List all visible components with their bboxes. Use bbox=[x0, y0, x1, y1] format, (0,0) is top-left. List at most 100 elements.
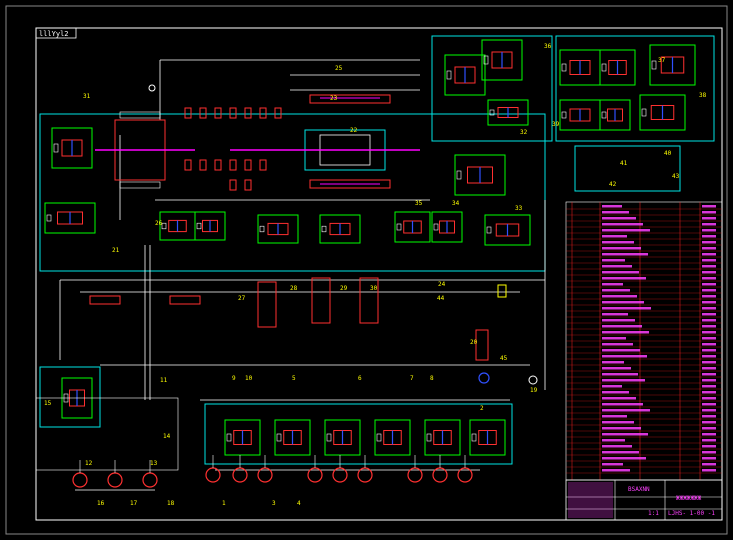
valve-block bbox=[319, 214, 361, 244]
callout-number: 9 bbox=[232, 375, 236, 382]
callout-number: 1 bbox=[222, 500, 226, 507]
callout-number: 43 bbox=[672, 173, 680, 180]
title-block-center: BSAXNN bbox=[628, 486, 650, 493]
sheet-tag-box bbox=[35, 27, 77, 39]
valve-block bbox=[469, 419, 506, 456]
valve-block bbox=[159, 211, 196, 241]
callout-number: 36 bbox=[544, 43, 552, 50]
main-feed-lines bbox=[59, 59, 546, 491]
callout-number: 30 bbox=[370, 285, 378, 292]
callout-number: 12 bbox=[85, 460, 93, 467]
callout-number: 6 bbox=[358, 375, 362, 382]
callout-number: 38 bbox=[699, 92, 707, 99]
valve-block bbox=[599, 99, 631, 131]
valve-block bbox=[487, 99, 529, 126]
press-cylinder-center bbox=[230, 94, 420, 189]
callout-number: 37 bbox=[658, 57, 666, 64]
valve-block bbox=[224, 419, 261, 456]
valve-block bbox=[639, 94, 686, 131]
callout-number: 25 bbox=[335, 65, 343, 72]
callout-number: 28 bbox=[290, 285, 298, 292]
top-right-subbox bbox=[431, 35, 553, 142]
callout-number: 7 bbox=[410, 375, 414, 382]
callout-number: 26 bbox=[155, 220, 163, 227]
valve-block bbox=[324, 419, 361, 456]
callout-number: 23 bbox=[330, 95, 338, 102]
valve-block bbox=[431, 211, 463, 243]
valve-block bbox=[51, 127, 93, 169]
upper-region-box bbox=[39, 113, 546, 272]
valve-block bbox=[394, 211, 431, 243]
valve-block bbox=[481, 39, 523, 81]
heated-cylinders bbox=[89, 277, 507, 361]
callout-number: 21 bbox=[112, 247, 120, 254]
callout-number: 11 bbox=[160, 377, 168, 384]
callout-number: 35 bbox=[415, 200, 423, 207]
callout-number: 41 bbox=[620, 160, 628, 167]
valve-block bbox=[454, 154, 506, 196]
outer-border bbox=[5, 5, 728, 535]
parts-list-table bbox=[565, 201, 723, 481]
callout-number: 14 bbox=[163, 433, 171, 440]
valve-block bbox=[484, 214, 531, 246]
callout-number: 42 bbox=[609, 181, 617, 188]
valve-block bbox=[424, 419, 461, 456]
callout-number: 3 bbox=[272, 500, 276, 507]
pressure-gauge-top bbox=[148, 84, 156, 92]
callout-number: 34 bbox=[452, 200, 460, 207]
drawing-number: LJHS- 1-00 -1 bbox=[668, 510, 715, 517]
valve-block bbox=[649, 44, 696, 86]
pump-motors bbox=[72, 455, 473, 488]
callout-number: 17 bbox=[130, 500, 138, 507]
callout-number: 13 bbox=[150, 460, 158, 467]
scale-cell: 1:1 bbox=[648, 510, 659, 517]
callout-number: 44 bbox=[437, 295, 445, 302]
callout-number: 31 bbox=[83, 93, 91, 100]
valve-blocks bbox=[44, 39, 696, 456]
valve-block bbox=[257, 214, 299, 244]
title-block-right: ЖЖЖЖЖЖЖ bbox=[676, 495, 702, 502]
callout-number: 40 bbox=[664, 150, 672, 157]
callout-number: 32 bbox=[520, 129, 528, 136]
callout-number: 16 bbox=[97, 500, 105, 507]
callout-number: 2 bbox=[480, 405, 484, 412]
valve-block bbox=[559, 99, 601, 131]
main-cylinder-left bbox=[95, 111, 195, 189]
callout-number: 45 bbox=[500, 355, 508, 362]
far-right-subbox bbox=[555, 35, 715, 142]
callout-number: 33 bbox=[515, 205, 523, 212]
pressure-gauge-right bbox=[528, 375, 538, 385]
callout-number: 10 bbox=[245, 375, 253, 382]
left-pump-box bbox=[35, 397, 179, 471]
valve-block bbox=[559, 49, 601, 86]
pump-motor bbox=[107, 472, 123, 488]
sheet-tag: lllYyl2 bbox=[39, 30, 69, 38]
callout-number: 22 bbox=[350, 127, 358, 134]
callout-number: 8 bbox=[430, 375, 434, 382]
left-accumulator-box bbox=[39, 366, 101, 428]
callout-number: 39 bbox=[552, 121, 560, 128]
valve-block bbox=[274, 419, 311, 456]
valve-block bbox=[44, 202, 96, 234]
gauge-row-top bbox=[184, 107, 282, 191]
callout-number: 4 bbox=[297, 500, 301, 507]
valve-block bbox=[444, 54, 486, 96]
valve-block bbox=[194, 211, 226, 241]
pump-motor bbox=[142, 472, 158, 488]
callout-number: 15 bbox=[44, 400, 52, 407]
valve-block bbox=[599, 49, 636, 86]
pump-motor bbox=[72, 472, 88, 488]
valve-block bbox=[374, 419, 411, 456]
filter-subbox bbox=[574, 145, 681, 192]
callout-number: 29 bbox=[340, 285, 348, 292]
callout-number: 19 bbox=[530, 387, 538, 394]
callout-number: 5 bbox=[292, 375, 296, 382]
title-block: BSAXNN ЖЖЖЖЖЖЖ LJHS- 1-00 -1 1:1 bbox=[565, 479, 723, 521]
pump-station-box bbox=[204, 403, 513, 465]
callout-number: 24 bbox=[438, 281, 446, 288]
pump-motor bbox=[205, 467, 221, 483]
callout-number: 18 bbox=[167, 500, 175, 507]
callout-number: 27 bbox=[238, 295, 246, 302]
